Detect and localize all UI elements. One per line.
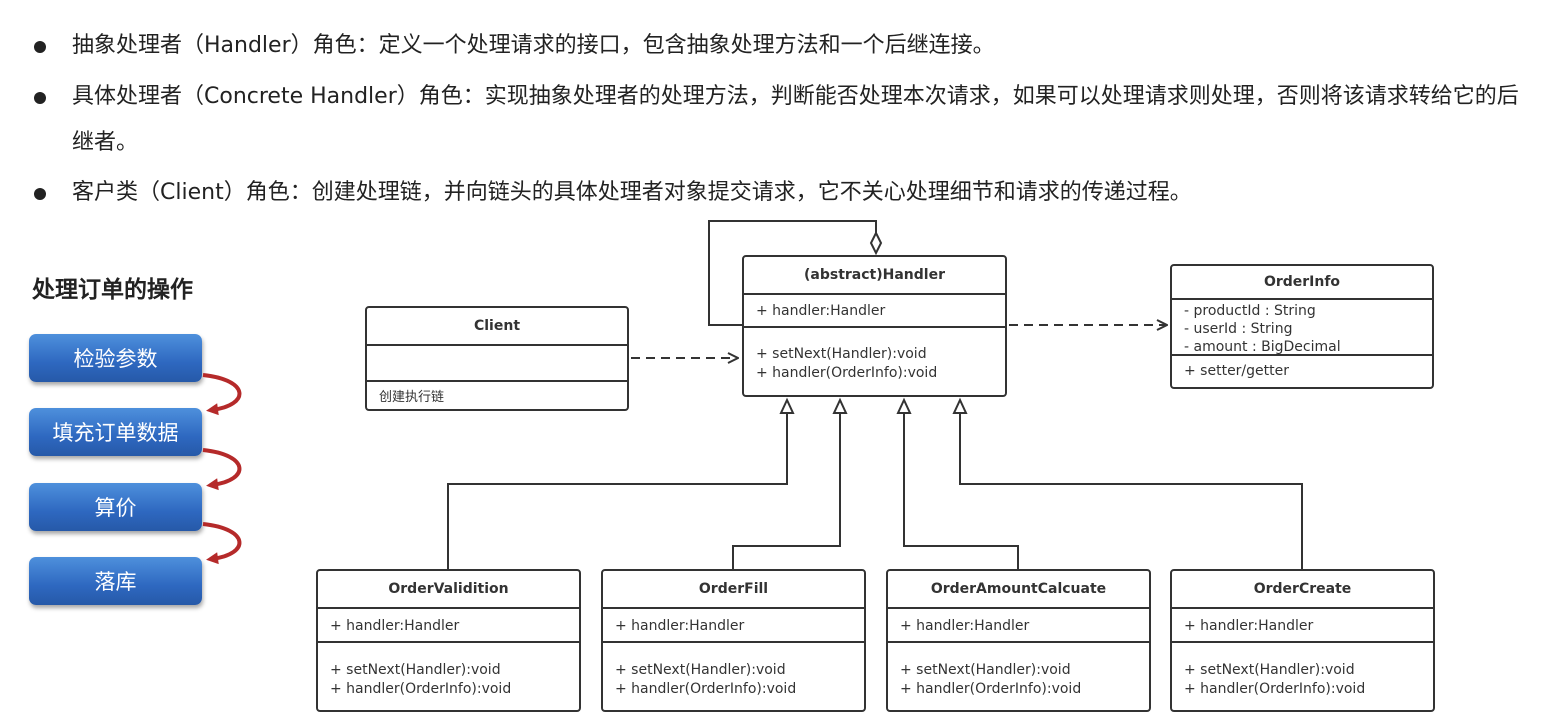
uml-class-handler: (abstract)Handler + handler:Handler + se… <box>742 255 1007 397</box>
aggregation-diamond-icon <box>869 230 883 256</box>
class-operations: + setNext(Handler):void + handler(OrderI… <box>603 643 864 699</box>
class-operation: + setNext(Handler):void <box>756 346 927 362</box>
class-operations: + setNext(Handler):void + handler(OrderI… <box>1172 643 1433 699</box>
class-name: OrderInfo <box>1172 266 1432 300</box>
class-name: OrderFill <box>603 571 864 609</box>
inherit-line-validition <box>447 413 788 569</box>
class-operations: + setter/getter <box>1172 356 1432 381</box>
uml-class-client: Client 创建执行链 <box>365 306 629 411</box>
class-operation: + handler(OrderInfo):void <box>1184 681 1366 697</box>
class-operations: + setNext(Handler):void + handler(OrderI… <box>744 328 1005 383</box>
bullet-text: 具体处理者（Concrete Handler）角色：实现抽象处理者的处理方法，判… <box>72 84 1519 155</box>
class-attribute: + handler:Handler <box>1184 618 1314 634</box>
self-aggregation-line <box>708 220 877 326</box>
class-name: OrderValidition <box>318 571 579 609</box>
inherit-triangle-icon <box>896 397 912 414</box>
flow-step-persist: 落库 <box>29 557 202 605</box>
class-operations: + setNext(Handler):void + handler(OrderI… <box>888 643 1149 699</box>
class-attribute: - productId : String <box>1184 303 1316 319</box>
flow-title: 处理订单的操作 <box>32 277 193 303</box>
class-operation: + setNext(Handler):void <box>1184 662 1355 678</box>
class-attributes: + handler:Handler <box>744 295 1005 328</box>
inherit-triangle-icon <box>832 397 848 414</box>
uml-class-order-create: OrderCreate + handler:Handler + setNext(… <box>1170 569 1435 712</box>
class-operation: + setNext(Handler):void <box>900 662 1071 678</box>
bullet-concrete-handler-role: 具体处理者（Concrete Handler）角色：实现抽象处理者的处理方法，判… <box>34 74 1524 166</box>
uml-class-order-fill: OrderFill + handler:Handler + setNext(Ha… <box>601 569 866 712</box>
class-operation: + setNext(Handler):void <box>615 662 786 678</box>
class-attributes: + handler:Handler <box>888 609 1149 643</box>
bullet-text: 客户类（Client）角色：创建处理链，并向链头的具体处理者对象提交请求，它不关… <box>72 180 1192 205</box>
flow-step-validate: 检验参数 <box>29 334 202 382</box>
flow-step-fill: 填充订单数据 <box>29 408 202 456</box>
bullet-text: 抽象处理者（Handler）角色：定义一个处理请求的接口，包含抽象处理方法和一个… <box>72 33 995 58</box>
class-operations: 创建执行链 <box>367 382 627 407</box>
uml-class-orderinfo: OrderInfo - productId : String - userId … <box>1170 264 1434 389</box>
inherit-triangle-icon <box>952 397 968 414</box>
flow-arrow <box>202 522 242 565</box>
class-attributes: - productId : String - userId : String -… <box>1172 300 1432 356</box>
class-attribute: + handler:Handler <box>330 618 460 634</box>
inherit-triangle-icon <box>779 397 795 414</box>
class-operation: 创建执行链 <box>379 390 445 405</box>
bullet-client-role: 客户类（Client）角色：创建处理链，并向链头的具体处理者对象提交请求，它不关… <box>34 170 1524 216</box>
bullet-dot-icon <box>34 92 46 104</box>
class-attribute: - amount : BigDecimal <box>1184 339 1341 355</box>
bullet-handler-role: 抽象处理者（Handler）角色：定义一个处理请求的接口，包含抽象处理方法和一个… <box>34 23 1524 69</box>
inherit-line-fill <box>732 413 841 569</box>
class-name: OrderCreate <box>1172 571 1433 609</box>
uml-class-order-validition: OrderValidition + handler:Handler + setN… <box>316 569 581 712</box>
class-attribute: - userId : String <box>1184 321 1293 337</box>
class-attributes: + handler:Handler <box>1172 609 1433 643</box>
class-name: Client <box>367 308 627 346</box>
bullet-dot-icon <box>34 188 46 200</box>
class-attribute: + handler:Handler <box>900 618 1030 634</box>
class-operation: + handler(OrderInfo):void <box>900 681 1082 697</box>
class-operation: + handler(OrderInfo):void <box>756 365 938 381</box>
class-name: (abstract)Handler <box>744 257 1005 295</box>
class-attribute: + handler:Handler <box>615 618 745 634</box>
class-operation: + handler(OrderInfo):void <box>615 681 797 697</box>
class-operations: + setNext(Handler):void + handler(OrderI… <box>318 643 579 699</box>
flow-arrow <box>202 448 242 491</box>
class-attributes: + handler:Handler <box>603 609 864 643</box>
flow-arrow <box>202 373 242 416</box>
flow-step-price: 算价 <box>29 483 202 531</box>
class-name: OrderAmountCalcuate <box>888 571 1149 609</box>
class-operation: + setter/getter <box>1184 363 1289 379</box>
class-attributes: + handler:Handler <box>318 609 579 643</box>
inherit-line-create <box>959 413 1303 569</box>
class-attributes <box>367 346 627 382</box>
class-operation: + handler(OrderInfo):void <box>330 681 512 697</box>
uml-class-order-amount-calcuate: OrderAmountCalcuate + handler:Handler + … <box>886 569 1151 712</box>
bullet-dot-icon <box>34 41 46 53</box>
inherit-line-amount <box>903 413 1019 569</box>
class-attribute: + handler:Handler <box>756 303 886 319</box>
class-operation: + setNext(Handler):void <box>330 662 501 678</box>
